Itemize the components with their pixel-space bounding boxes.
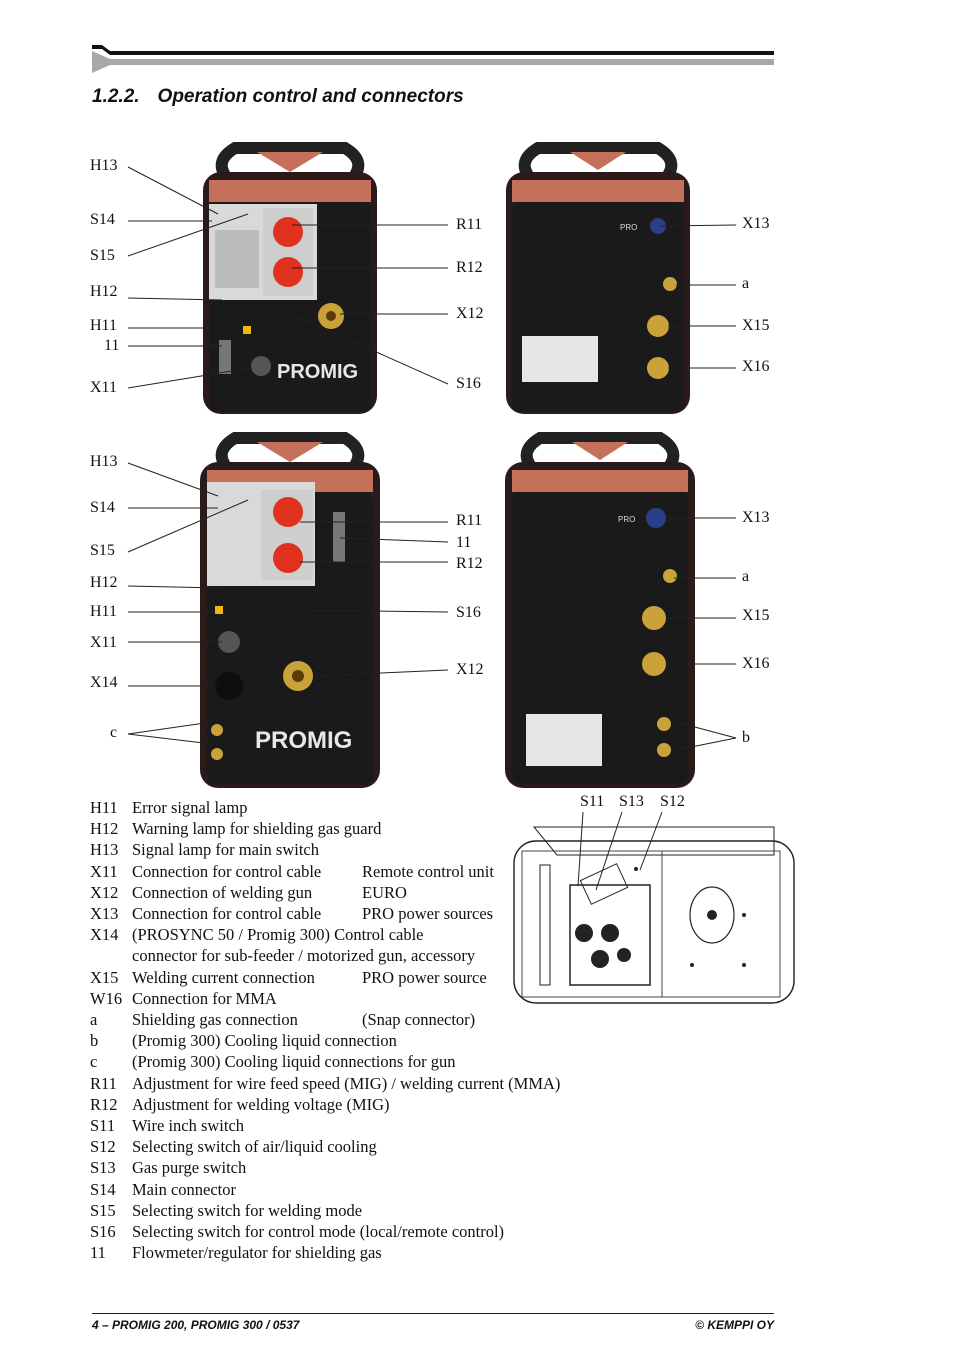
callout-fig2-s14: S14 [90,499,115,516]
svg-text:PRO: PRO [620,223,637,232]
callout-fig1-h12: H12 [90,283,118,300]
callout-fig1-x11: X11 [90,379,117,396]
callout-fig2-h13: H13 [90,453,118,470]
callout-fig2-x11: X11 [90,634,117,651]
callout-fig2-x16: X16 [742,655,770,672]
callout-inner-s11: S11 [580,793,605,810]
callout-fig2-x15: X15 [742,607,770,624]
legend-row: connector for sub-feeder / motorized gun… [132,946,476,966]
callout-fig1-x15: X15 [742,317,770,334]
footer-rule [92,1313,774,1314]
legend-row: X14(PROSYNC 50 / Promig 300) Control cab… [90,925,424,945]
callout-fig2-11: 11 [456,534,472,551]
callout-fig1-x16: X16 [742,358,770,375]
inner-mechanism-drawing [513,826,795,1004]
svg-text:PRO: PRO [618,515,635,524]
callout-fig1-s16: S16 [456,375,481,392]
callout-fig2-r11: R11 [456,512,483,529]
callout-fig2-s16: S16 [456,604,481,621]
callout-fig2-x12: X12 [456,661,484,678]
callout-fig1-11: 11 [104,337,120,354]
callout-fig1-x13: X13 [742,215,770,232]
footer-page-info: 4 – PROMIG 200, PROMIG 300 / 0537 [92,1318,300,1332]
callout-fig2-h12: H12 [90,574,118,591]
header-bar [92,45,774,73]
footer-copyright: © KEMPPI OY [695,1318,774,1332]
callout-fig1-s14: S14 [90,211,115,228]
callout-fig2-x13: X13 [742,509,770,526]
callout-fig1-r11: R11 [456,216,483,233]
callout-fig2-a: a [742,568,750,585]
callout-fig1-s15: S15 [90,247,115,264]
callout-fig1-x12: X12 [456,305,484,322]
legend-row: c(Promig 300) Cooling liquid connections… [90,1052,456,1072]
back-panel-figure-2: PRO [505,432,695,788]
callout-fig2-b: b [742,729,750,746]
legend-row: b(Promig 300) Cooling liquid connection [90,1031,397,1051]
back-panel-figure-1: PRO [506,142,690,414]
front-panel-figure-1: PROMIG [203,142,377,414]
callout-fig2-s15: S15 [90,542,115,559]
callout-fig1-r12: R12 [456,259,483,276]
callout-inner-s13: S13 [619,793,644,810]
callout-fig2-r12: R12 [456,555,483,572]
svg-text:PROMIG: PROMIG [255,727,352,754]
callout-inner-s12: S12 [660,793,685,810]
callout-fig2-c: c [110,724,118,741]
front-panel-figure-2: PROMIG [200,432,380,788]
callout-fig1-h11: H11 [90,317,117,334]
callout-fig2-h11: H11 [90,603,117,620]
callout-fig1-a: a [742,275,750,292]
section-title: 1.2.2.Operation control and connectors [92,86,464,107]
callout-fig2-x14: X14 [90,674,118,691]
svg-text:PROMIG: PROMIG [277,361,358,383]
callout-fig1-h13: H13 [90,157,118,174]
